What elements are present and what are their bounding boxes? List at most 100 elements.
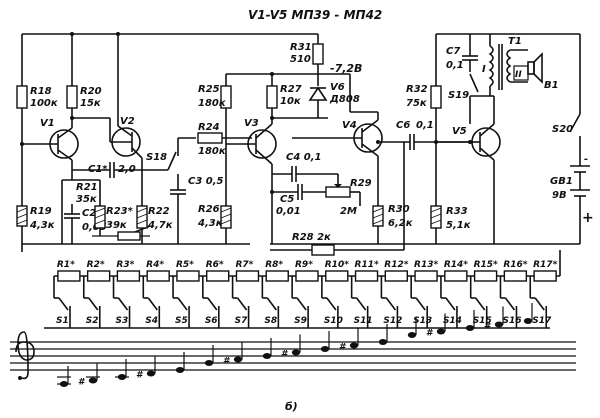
c1-label: C1*	[88, 164, 108, 175]
r33-label: R33	[446, 206, 468, 217]
b1-label: B1	[544, 80, 559, 91]
r24-label: R24	[198, 122, 220, 133]
key-resistor-label: R16*	[503, 260, 527, 270]
r27-label: R27	[280, 84, 302, 95]
key-switch-label: S14	[443, 316, 462, 326]
key-switch-label: S12	[383, 316, 402, 326]
key-switch-label: S8	[264, 316, 277, 326]
key-switch-label: S17	[532, 316, 552, 326]
battery-plus-label: +	[582, 210, 594, 226]
keyboard-ladder: R1*S1R2*S2R3*S3R4*S4R5*S5R6*S6R7*S7R8*S8…	[44, 250, 561, 329]
note-head	[378, 339, 388, 345]
v3-label: V3	[244, 118, 259, 129]
key-resistor	[354, 270, 379, 282]
key-switch-blade[interactable]	[117, 297, 129, 311]
key-resistor-label: R15*	[474, 260, 498, 270]
key-switch-blade[interactable]	[415, 297, 426, 311]
key-resistor-label: R2*	[87, 260, 105, 270]
c5-value: 0,01	[276, 206, 301, 217]
v5-label: V5	[452, 126, 467, 137]
key-resistor-label: R4*	[146, 260, 164, 270]
musical-staff: #######	[10, 303, 576, 388]
key-switch-label: S2	[86, 316, 99, 326]
r30-label: R30	[388, 204, 410, 215]
r19-label: R19	[30, 206, 52, 217]
key-resistor	[116, 270, 141, 282]
key-resistor	[384, 270, 408, 282]
key-switch-blade[interactable]	[147, 297, 158, 311]
r22-value: 4,7к	[147, 220, 173, 231]
key-switch-blade[interactable]	[385, 297, 397, 311]
stage-multivibrator: R18 100к R19 4,3к R20 15к V1 V2	[16, 32, 173, 244]
key-switch-blade[interactable]	[534, 297, 545, 311]
r27-value: 10к	[280, 96, 301, 107]
note-head	[291, 349, 301, 356]
key-resistor-label: R10*	[325, 260, 349, 270]
key-switch-label: S9	[294, 316, 307, 326]
sharp-sign-icon: #	[426, 329, 434, 339]
r25-value: 180к	[198, 98, 226, 109]
stage-v3-v4: R25 180к R26 4,3к V3 R27 10к R31 510 -7,…	[197, 33, 470, 256]
key-switch-blade[interactable]	[207, 297, 218, 311]
note-head	[262, 353, 272, 359]
key-resistor	[325, 270, 349, 282]
key-resistor	[414, 270, 438, 282]
c7-value: 0,1	[446, 60, 464, 71]
s18-c3: S18 R24 180к C3 0,5	[142, 122, 252, 244]
note-head	[233, 356, 243, 363]
key-switch-blade[interactable]	[88, 297, 99, 311]
treble-clef-icon	[15, 331, 35, 380]
key-resistor-label: R7*	[235, 260, 253, 270]
key-resistor	[473, 270, 498, 282]
key-resistor-label: R17*	[533, 260, 557, 270]
r18-label: R18	[30, 86, 52, 97]
r23-label: R23*	[106, 206, 134, 217]
r32-value: 75к	[406, 98, 427, 109]
key-switch-label: S15	[473, 316, 492, 326]
key-resistor-label: R12*	[384, 260, 408, 270]
key-switch-blade[interactable]	[445, 297, 456, 311]
key-switch-blade[interactable]	[356, 297, 367, 311]
key-switch-label: S13	[413, 316, 432, 326]
s20-label: S20	[552, 124, 573, 135]
key-resistor	[295, 270, 319, 282]
r30-value: 6,2к	[388, 218, 413, 229]
key-resistor-label: R9*	[295, 260, 313, 270]
key-resistor	[533, 270, 557, 282]
note-head	[204, 360, 214, 366]
sharp-sign-icon: #	[339, 343, 347, 353]
transistor-type-title: V1-V5 МП39 - МП42	[248, 8, 382, 22]
r20-label: R20	[80, 86, 102, 97]
key-resistor	[235, 270, 260, 282]
note-head	[523, 318, 533, 324]
note-head	[320, 346, 330, 352]
key-switch-label: S7	[235, 316, 248, 326]
v1-label: V1	[40, 118, 55, 129]
key-switch-blade[interactable]	[58, 297, 69, 311]
key-resistor-label: R6*	[206, 260, 224, 270]
s18-label: S18	[146, 152, 167, 163]
note-head	[436, 328, 446, 335]
gb1-label: GB1	[550, 176, 573, 187]
stage-v5-output: R32 75к R33 5,1к C7 0,1 S19 T1 I II	[406, 34, 594, 244]
key-switch-blade[interactable]	[177, 297, 188, 311]
r31-label: R31	[290, 42, 312, 53]
key-switch-blade[interactable]	[326, 297, 337, 311]
note-head	[349, 342, 359, 349]
note-head	[407, 332, 417, 338]
note-head	[146, 370, 156, 377]
winding-1-label: I	[482, 64, 486, 75]
key-switch-blade[interactable]	[475, 297, 486, 311]
r26-label: R26	[198, 204, 220, 215]
key-resistor	[206, 270, 230, 282]
key-switch-blade[interactable]	[296, 297, 307, 311]
sharp-sign-icon: #	[223, 357, 231, 367]
r26-value: 4,3к	[197, 218, 223, 229]
key-resistor	[57, 270, 81, 282]
key-switch-blade[interactable]	[236, 297, 248, 311]
r20-value: 15к	[80, 98, 101, 109]
key-switch-blade[interactable]	[266, 297, 277, 311]
key-switch-blade[interactable]	[504, 297, 516, 311]
sharp-sign-icon: #	[281, 350, 289, 360]
